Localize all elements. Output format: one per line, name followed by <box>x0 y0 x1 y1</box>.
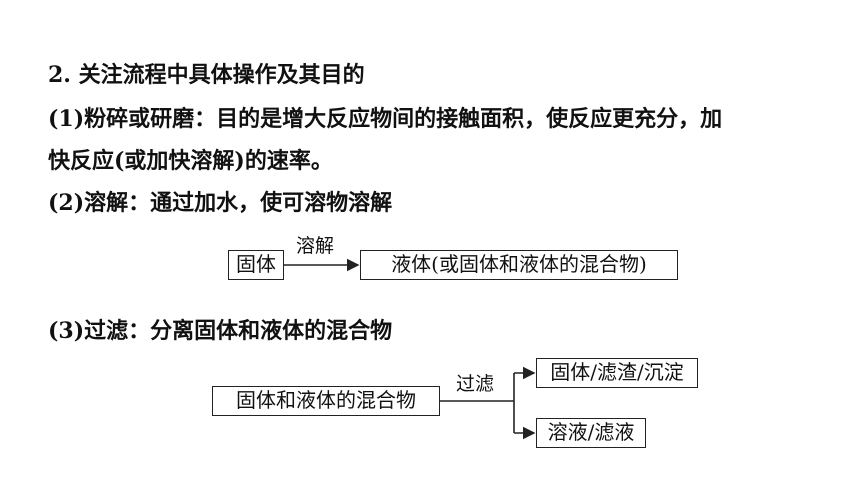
filtration-bottom-box: 溶液/滤液 <box>536 418 646 448</box>
filtration-from-box: 固体和液体的混合物 <box>212 386 440 416</box>
dissolve-arrow-label: 溶解 <box>296 235 335 257</box>
item2-text: (2)溶解：通过加水，使可溶物溶解 <box>48 190 393 216</box>
item1-line2: 快反应(或加快溶解)的速率。 <box>48 148 333 174</box>
filtration-arrow-label: 过滤 <box>456 373 495 395</box>
dissolve-from-box: 固体 <box>228 250 284 280</box>
item3-text: (3)过滤：分离固体和液体的混合物 <box>48 318 393 344</box>
item1-line1: (1)粉碎或研磨：目的是增大反应物间的接触面积，使反应更充分，加 <box>48 106 723 132</box>
heading: 2. 关注流程中具体操作及其目的 <box>48 62 365 88</box>
dissolve-to-box: 液体(或固体和液体的混合物) <box>360 250 678 280</box>
filtration-top-box: 固体/滤渣/沉淀 <box>536 358 698 388</box>
